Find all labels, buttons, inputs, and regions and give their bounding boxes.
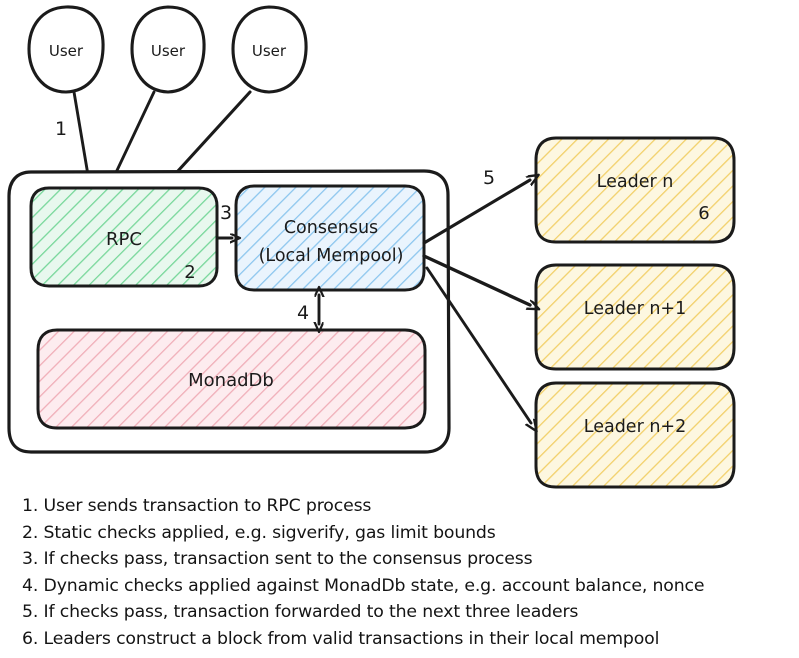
edge-user2-to-rpc: [112, 90, 156, 181]
edge-label-1: 1: [55, 118, 67, 140]
legend-item: 6. Leaders construct a block from valid …: [22, 628, 660, 649]
node-label-monaddb: MonadDb: [188, 370, 274, 391]
edge-consensus-to-leader-n2: [425, 266, 531, 423]
badge-leader-n: 6: [698, 203, 709, 224]
node-label-leader-n1: Leader n+1: [584, 299, 686, 319]
legend-item: 2. Static checks applied, e.g. sigverify…: [22, 522, 496, 543]
edge-consensus-to-leader-n: [422, 180, 530, 245]
node-label-rpc: RPC: [106, 229, 142, 250]
edge-label-4: 4: [297, 302, 309, 324]
edge-user3-to-rpc: [167, 90, 252, 183]
actor-label: User: [151, 42, 186, 60]
legend-item: 4. Dynamic checks applied against MonadD…: [22, 575, 705, 596]
actor-user-3: User: [231, 5, 308, 94]
node-leader-n1: Leader n+1: [534, 263, 736, 371]
node-rpc: RPC 2: [29, 186, 219, 288]
badge-rpc: 2: [184, 262, 195, 283]
actor-user-1: User: [27, 5, 105, 94]
node-leader-n2: Leader n+2: [534, 381, 736, 489]
actor-label: User: [252, 42, 287, 60]
legend-item: 1. User sends transaction to RPC process: [22, 496, 372, 516]
node-sublabel-consensus: (Local Mempool): [259, 246, 404, 266]
edge-label-5: 5: [483, 167, 495, 189]
legend-list: 1. User sends transaction to RPC process…: [22, 493, 792, 653]
node-label-consensus: Consensus: [284, 218, 378, 238]
edge-label-3: 3: [220, 202, 232, 224]
actor-label: User: [49, 42, 84, 60]
actor-user-2: User: [130, 5, 206, 94]
legend-item: 3. If checks pass, transaction sent to t…: [22, 549, 533, 570]
node-leader-n: Leader n 6: [534, 136, 736, 244]
edge-user1-to-rpc: [72, 90, 89, 181]
node-label-leader-n2: Leader n+2: [584, 417, 686, 437]
edge-consensus-to-leader-n1: [422, 254, 530, 305]
legend-item: 5. If checks pass, transaction forwarded…: [22, 602, 579, 623]
node-consensus: Consensus (Local Mempool): [234, 184, 426, 292]
node-label-leader-n: Leader n: [597, 172, 674, 192]
node-monaddb: MonadDb: [36, 328, 427, 430]
